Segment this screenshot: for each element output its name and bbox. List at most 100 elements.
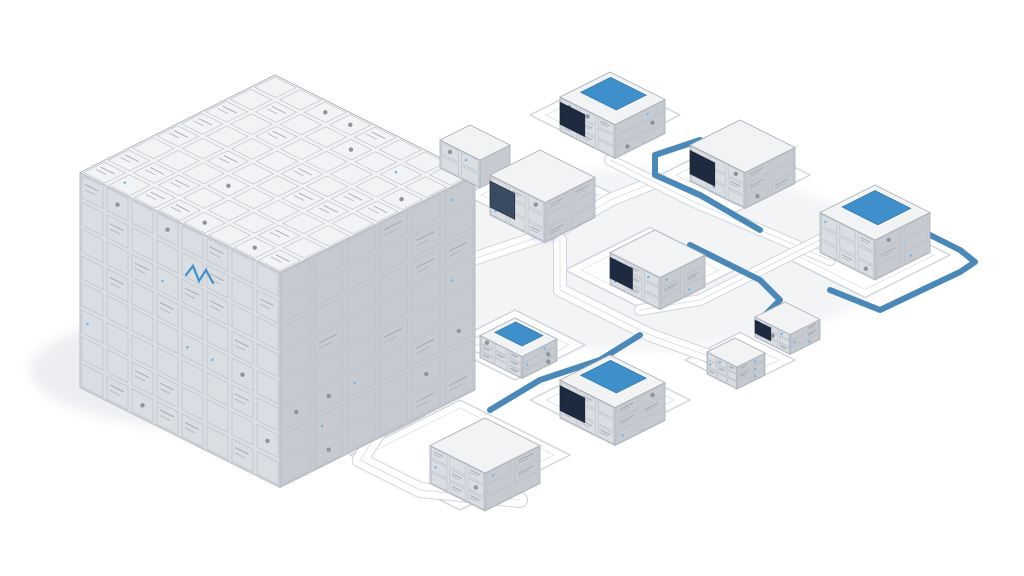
status-led [646, 112, 649, 116]
rack-vent [581, 395, 593, 401]
rack-vent [275, 229, 290, 238]
status-led [808, 340, 811, 343]
rack-panel [412, 328, 441, 366]
rack-panel [641, 123, 664, 145]
rack-vent [510, 361, 517, 366]
rack-port [326, 447, 331, 452]
rack-panel [106, 348, 129, 383]
rack-panel [156, 320, 179, 355]
rack-vent [234, 339, 249, 348]
rack-panel [540, 339, 556, 355]
rack-vent [517, 465, 534, 474]
rack-panel [412, 194, 441, 232]
rack-panel [347, 280, 376, 318]
status-led [123, 181, 126, 184]
rack-port [733, 171, 739, 177]
rack-vent [530, 226, 541, 232]
rack-vent [482, 346, 491, 351]
rack-panel [751, 368, 765, 382]
rack-port [115, 202, 120, 207]
rack-vent [739, 363, 748, 369]
rack-vent [270, 231, 281, 238]
rack-panel [231, 438, 254, 473]
rack-panel [157, 150, 200, 172]
rack-panel [571, 192, 594, 216]
rack-vent [807, 332, 815, 337]
rack-vent [209, 251, 221, 258]
rack-vent [383, 228, 398, 236]
rack-vent [159, 307, 171, 314]
rack-panel [280, 138, 323, 160]
rack-panel [746, 161, 769, 183]
rack-panel [132, 137, 175, 160]
rack-panel [108, 174, 152, 196]
rack-vent [600, 120, 611, 127]
rack-vent [880, 252, 892, 259]
rack-panel [206, 345, 229, 380]
rack-panel [81, 363, 104, 398]
status-led [753, 360, 757, 363]
rack-panel [717, 364, 727, 377]
status-led [434, 465, 437, 469]
rack-panel [81, 336, 104, 371]
rack-panel [379, 291, 408, 329]
rack-panel [254, 101, 298, 123]
rack-vent [780, 346, 786, 350]
rack-vent [383, 335, 398, 344]
rack-panel [540, 347, 556, 362]
rack-vent [343, 195, 354, 202]
rack-vent [728, 365, 735, 369]
rack-vent [708, 371, 714, 375]
rack-port [265, 438, 270, 444]
rack-port [399, 197, 404, 202]
node-dark-panel [489, 180, 516, 220]
rack-vent [318, 207, 330, 214]
rack-panel [641, 384, 664, 407]
rack-port [650, 120, 655, 125]
rack-vent [496, 353, 505, 358]
rack-vent [134, 370, 149, 378]
rack-panel [412, 221, 441, 259]
rack-vent [416, 346, 430, 354]
rack-panel [514, 447, 539, 471]
rack-panel [571, 205, 594, 229]
rack-panel [767, 336, 778, 349]
rack-panel [257, 200, 300, 222]
rack-panel [181, 137, 225, 160]
track-lane [559, 239, 721, 361]
rack-panel [857, 245, 874, 266]
rack-panel [546, 218, 569, 241]
node-dark-panel [689, 149, 716, 187]
rack-panel [379, 371, 408, 409]
rack-panel [156, 125, 200, 147]
rack-vent [109, 223, 124, 232]
rack-vent [259, 298, 274, 307]
rack-panel [431, 472, 448, 492]
rack-panel [412, 355, 441, 393]
rack-vent [517, 453, 534, 462]
rack-vent [686, 275, 697, 281]
rack-vent [510, 353, 519, 358]
rack-panel [81, 309, 104, 344]
rack-vent [774, 182, 786, 189]
rack-vent [416, 231, 435, 241]
rack-panel [257, 224, 301, 247]
rack-panel [449, 455, 466, 476]
rack-panel [404, 176, 448, 198]
rack-vent [159, 388, 171, 394]
rack-port [585, 114, 590, 119]
rack-vent [217, 108, 228, 114]
rack-vent [600, 432, 608, 437]
rack-panel [206, 150, 250, 172]
rack-panel [509, 212, 526, 232]
rack-vent [860, 239, 868, 245]
rack-panel [494, 350, 508, 364]
rack-panel [616, 136, 639, 158]
rack-panel [616, 124, 639, 146]
rack-panel [727, 377, 737, 389]
rack-panel [231, 357, 254, 392]
rack-vent [109, 384, 124, 393]
rack-panel [205, 125, 249, 148]
rack-vent [730, 183, 738, 188]
rack-vent [728, 366, 734, 370]
